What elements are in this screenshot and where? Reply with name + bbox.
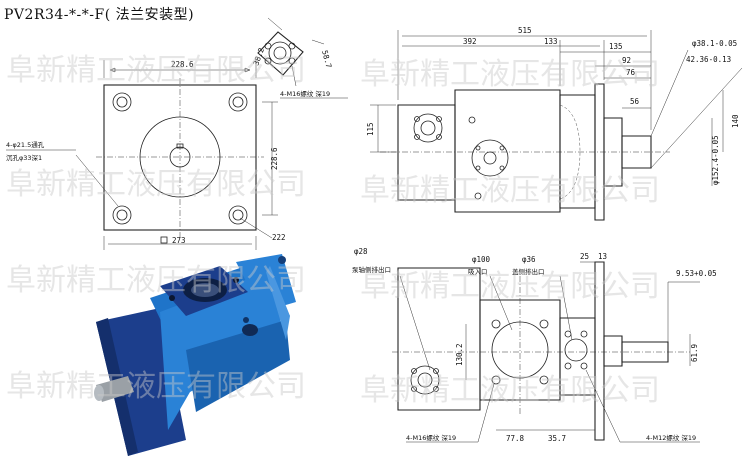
- watermark-text: 阜新精工液压有限公司: [360, 373, 660, 408]
- note-flange-thread: 4-M16螺纹 深19: [280, 89, 330, 98]
- note-holes: 4-φ21.5通孔: [6, 140, 45, 149]
- label-key: 9.53+0.05: [676, 269, 717, 278]
- dim-135: 135: [609, 42, 623, 51]
- label-d778: 77.8: [506, 434, 525, 443]
- watermark-text: 阜新精工液压有限公司: [360, 57, 660, 92]
- label-d357: 35.7: [548, 434, 566, 443]
- label-d130: 130.2: [455, 343, 464, 366]
- label-phi100: φ100: [472, 255, 491, 264]
- watermark-text: 阜新精工液压有限公司: [6, 263, 306, 298]
- watermark-layer: 阜新精工液压有限公司 阜新精工液压有限公司 阜新精工液压有限公司 阜新精工液压有…: [6, 53, 660, 408]
- label-d619: 61.9: [690, 344, 699, 362]
- dim-133: 133: [544, 37, 558, 46]
- label-d13: 13: [598, 252, 607, 261]
- dim-overall: 515: [518, 26, 532, 35]
- label-inlet: 吸入口: [468, 268, 488, 276]
- watermark-text: 阜新精工液压有限公司: [6, 167, 306, 202]
- dim-shaft-dia2: 42.36-0.13: [686, 55, 731, 64]
- label-phi28: φ28: [354, 247, 368, 256]
- watermark-text: 阜新精工液压有限公司: [6, 53, 306, 88]
- label-phi36: φ36: [522, 255, 536, 264]
- side-view: 515 392 133 135 92 76 56 115 140 φ152.4-…: [366, 26, 743, 221]
- dim-width-bottom: 273: [172, 236, 186, 245]
- label-m12: 4-M12螺纹 深19: [646, 433, 696, 442]
- dim-shaft-dia: φ38.1-0.05: [692, 39, 737, 48]
- label-m16: 4-M16螺纹 深19: [406, 433, 456, 442]
- bottom-view: φ28 泵轴侧排出口 φ100 吸入口 φ36 盖侧排出口 25 13 9.53…: [352, 247, 717, 443]
- label-outlet-cover: 盖侧排出口: [512, 267, 545, 276]
- dim-392: 392: [463, 37, 477, 46]
- watermark-text: 阜新精工液压有限公司: [360, 173, 660, 208]
- dim-140: 140: [731, 114, 740, 128]
- dim-115: 115: [366, 122, 375, 136]
- pump-photo: [94, 254, 296, 456]
- dim-pilot: φ152.4-0.05: [711, 135, 720, 185]
- dim-bolt-pcd-b: 58.7: [320, 49, 333, 69]
- page-title: PV2R34-*-*-F( 法兰安装型): [4, 7, 195, 23]
- watermark-text: 阜新精工液压有限公司: [6, 369, 306, 404]
- dim-92: 92: [622, 56, 631, 65]
- port-flange-detail: 38.2 58.7 4-M16螺纹 深19: [251, 17, 348, 99]
- dim-76: 76: [626, 68, 636, 77]
- front-view: 228.6 228.6 273 222 4-φ21.5通孔 沉孔φ33深1: [6, 60, 286, 250]
- label-d25: 25: [580, 252, 589, 261]
- bolt-holes: [112, 92, 248, 225]
- note-counterbore: 沉孔φ33深1: [6, 153, 42, 162]
- watermark-text: 阜新精工液压有限公司: [360, 269, 660, 304]
- dim-height-side: 228.6: [270, 147, 279, 170]
- dim-width-top: 228.6: [171, 60, 194, 69]
- dim-corner: 222: [272, 233, 286, 242]
- label-outlet-pump: 泵轴侧排出口: [352, 265, 391, 274]
- dim-56: 56: [630, 97, 640, 106]
